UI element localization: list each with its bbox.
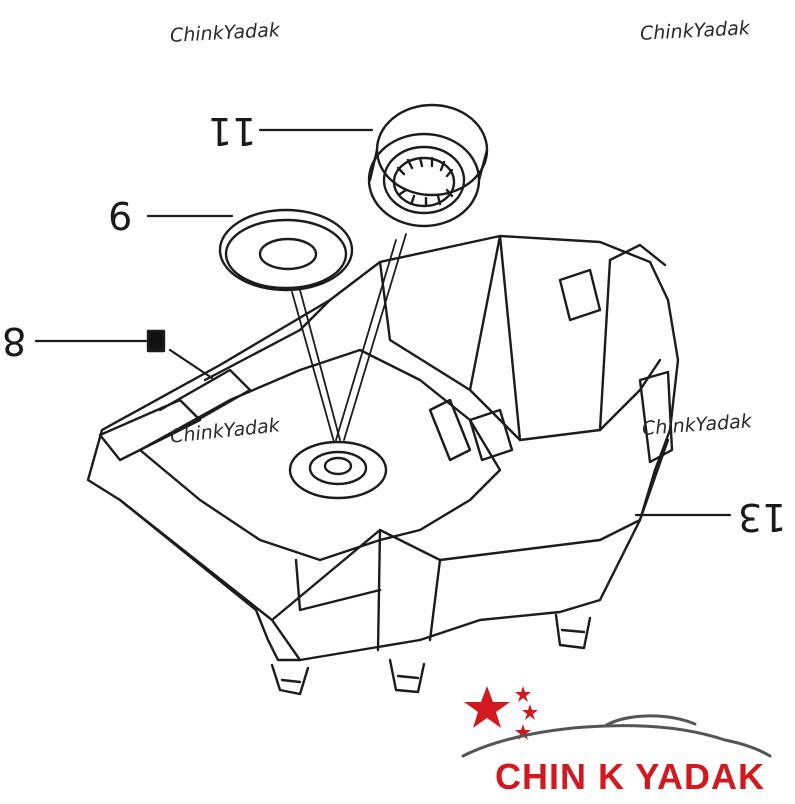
part-11-bushing bbox=[367, 103, 489, 228]
star-icon bbox=[522, 704, 538, 720]
part-8-pin bbox=[146, 329, 166, 353]
part-9-washer bbox=[218, 208, 354, 292]
logo-text: CHIN K YADAK bbox=[495, 756, 766, 797]
callout-part-11: 11 bbox=[208, 109, 257, 153]
callout-part-9: 9 bbox=[108, 193, 133, 237]
callout-part-13: 13 bbox=[738, 495, 787, 539]
star-icon bbox=[515, 724, 531, 740]
logo-graphic bbox=[461, 686, 772, 758]
mount-housing bbox=[86, 234, 680, 696]
leader-lines bbox=[34, 128, 732, 517]
star-icon bbox=[515, 686, 531, 702]
callout-part-8: 8 bbox=[2, 319, 27, 363]
car-silhouette-icon bbox=[461, 714, 772, 758]
brand-logo: CHIN K YADAK bbox=[455, 680, 785, 798]
star-icon bbox=[464, 686, 510, 728]
